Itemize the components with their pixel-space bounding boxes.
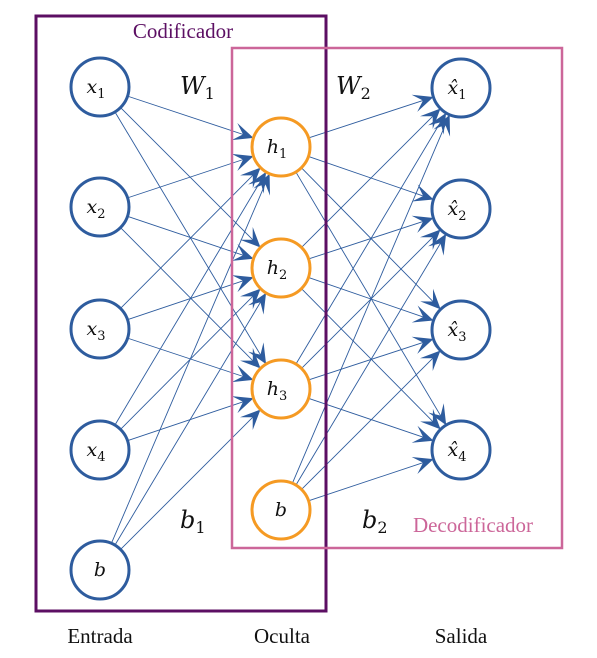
- edge-hidden3-output1: [295, 112, 447, 365]
- arrowhead-input4-hidden2: [240, 288, 261, 310]
- arrowhead-input2-hidden2: [231, 243, 254, 261]
- arrowhead-hidden2-output3: [411, 305, 434, 323]
- hidden-node-3: [250, 358, 312, 420]
- edge-input2-hidden1: [127, 155, 254, 199]
- arrowhead-input4-hidden3: [231, 396, 254, 414]
- arrowhead-input5-hidden1: [253, 173, 270, 196]
- bias-label-b1: b1: [180, 506, 206, 537]
- input-node-label-3: x3: [87, 318, 106, 344]
- edge-input3-hidden1: [120, 167, 261, 309]
- encoder-box: [34, 14, 328, 613]
- arrowhead-hidden1-output1: [411, 94, 434, 112]
- arrowhead-input3-hidden2: [231, 275, 254, 293]
- arrowhead-hidden3-output4: [411, 425, 434, 443]
- edge-input1-hidden1: [127, 95, 254, 139]
- output-node-2: [430, 178, 492, 240]
- arrowhead-hidden3-output2: [419, 229, 441, 251]
- input-node-label-2: x2: [87, 196, 106, 222]
- arrowhead-hidden1-output3: [420, 288, 441, 310]
- output-node-label-2: x̂2: [448, 198, 467, 224]
- edge-hidden4-output3: [301, 350, 441, 490]
- arrowhead-hidden2-output2: [411, 215, 434, 233]
- output-node-label-4: x̂4: [448, 439, 467, 465]
- arrowhead-input5-hidden2: [248, 292, 267, 315]
- edge-input4-hidden1: [114, 171, 267, 426]
- arrowhead-input2-hidden3: [240, 347, 261, 369]
- arrowhead-input2-hidden1: [231, 153, 254, 171]
- input-node-5: [69, 539, 131, 601]
- hidden-node-1: [250, 116, 312, 178]
- arrowhead-hidden4-output3: [419, 350, 441, 372]
- decoder-box: [230, 46, 564, 550]
- arrowhead-hidden1-output4: [428, 403, 447, 426]
- hidden-node-label-2: h2: [267, 257, 288, 283]
- bias-label-b2: b2: [362, 506, 388, 537]
- arrowhead-input5-hidden3: [239, 409, 261, 431]
- hidden-node-label-4: b: [275, 499, 287, 521]
- weight-label-w2: W2: [336, 72, 371, 103]
- arrowhead-hidden2-output1: [419, 108, 441, 130]
- hidden-node-label-1: h1: [267, 136, 288, 162]
- edge-hidden2-output1: [301, 108, 441, 248]
- edge-hidden4-output4: [308, 458, 434, 502]
- layer-label-hidden: Oculta: [254, 624, 311, 648]
- edge-hidden1-output1: [308, 96, 434, 139]
- arrowhead-input1-hidden1: [231, 123, 254, 141]
- arrowhead-hidden3-output1: [428, 112, 447, 135]
- output-node-1: [430, 57, 492, 119]
- arrowhead-hidden4-output4: [411, 456, 434, 475]
- hidden-node-label-3: h3: [267, 378, 288, 404]
- hidden-node-2: [250, 237, 312, 299]
- edge-input5-hidden3: [120, 409, 261, 550]
- input-node-4: [69, 419, 131, 481]
- output-node-4: [430, 419, 492, 481]
- arrowhead-hidden1-output2: [411, 184, 434, 202]
- input-node-2: [69, 176, 131, 238]
- input-node-1: [69, 56, 131, 118]
- input-node-label-4: x4: [87, 439, 106, 465]
- arrowhead-input4-hidden1: [248, 171, 267, 194]
- arrowhead-input1-hidden2: [239, 226, 261, 248]
- layer-label-output: Salida: [435, 624, 488, 648]
- edge-input5-hidden1: [110, 173, 271, 544]
- output-node-label-1: x̂1: [448, 77, 467, 103]
- arrowhead-input3-hidden1: [240, 167, 261, 189]
- arrowhead-hidden3-output3: [411, 336, 434, 354]
- arrowhead-hidden2-output4: [420, 408, 441, 430]
- arrowhead-hidden4-output1: [433, 114, 451, 137]
- decoder-title: Decodificador: [413, 513, 533, 537]
- edge-input5-hidden2: [114, 292, 267, 546]
- arrowhead-input1-hidden3: [248, 342, 267, 365]
- nodes: x1 x2 x3 x4 b h1 h2 h3 b x̂1 x̂2 x̂3 x̂4: [69, 56, 492, 601]
- encoder-title: Codificador: [133, 19, 233, 43]
- edge-hidden4-output2: [295, 233, 447, 486]
- input-node-label-1: x1: [87, 76, 106, 102]
- edge-input1-hidden2: [120, 107, 261, 248]
- edge-hidden4-output1: [291, 114, 451, 484]
- input-node-label-5: b: [94, 559, 106, 581]
- layer-label-input: Entrada: [67, 624, 133, 648]
- weight-label-w1: W1: [180, 72, 215, 103]
- output-node-label-3: x̂3: [448, 319, 467, 345]
- arrowhead-input3-hidden3: [231, 365, 254, 383]
- arrowhead-hidden4-output2: [428, 233, 447, 256]
- hidden-node-4: [250, 479, 312, 541]
- output-node-3: [430, 299, 492, 361]
- input-node-3: [69, 298, 131, 360]
